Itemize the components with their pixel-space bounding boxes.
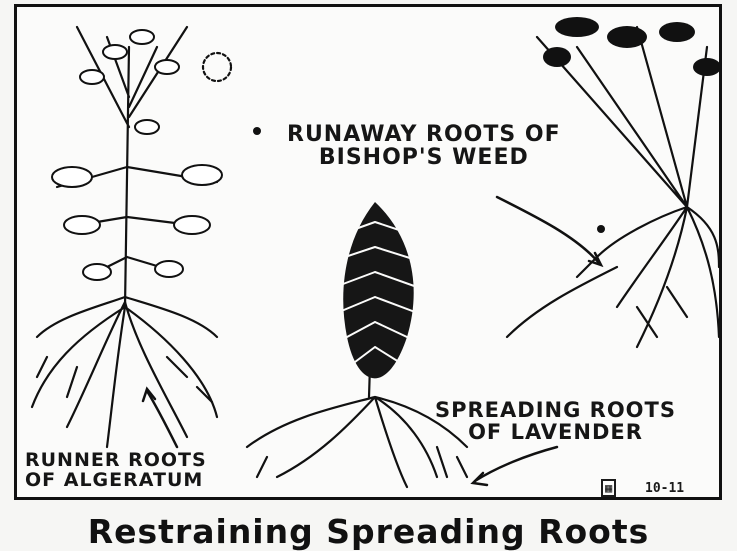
algeratum-label-line2: OF ALGERATUM — [25, 471, 207, 491]
bishops-weed-label: RUNAWAY ROOTS OF BISHOP'S WEED — [287, 123, 561, 169]
bishops-weed-plant — [507, 27, 719, 347]
lavender-label-line1: SPREADING ROOTS — [435, 399, 676, 421]
algeratum-plant — [32, 27, 217, 447]
illustration-frame: RUNAWAY ROOTS OF BISHOP'S WEED SPREADING… — [14, 4, 722, 500]
publisher-logo-icon: ▦ — [601, 479, 616, 497]
lavender-label: SPREADING ROOTS OF LAVENDER — [435, 399, 676, 443]
bishops-weed-label-line2: BISHOP'S WEED — [287, 146, 561, 169]
algeratum-label-line1: RUNNER ROOTS — [25, 451, 207, 471]
algeratum-label: RUNNER ROOTS OF ALGERATUM — [25, 451, 207, 491]
caption-title: Restraining Spreading Roots — [0, 512, 737, 551]
bishops-weed-label-line1: RUNAWAY ROOTS OF — [287, 123, 561, 146]
date-mark: 10-11 — [645, 481, 684, 496]
lavender-label-line2: OF LAVENDER — [435, 421, 676, 443]
